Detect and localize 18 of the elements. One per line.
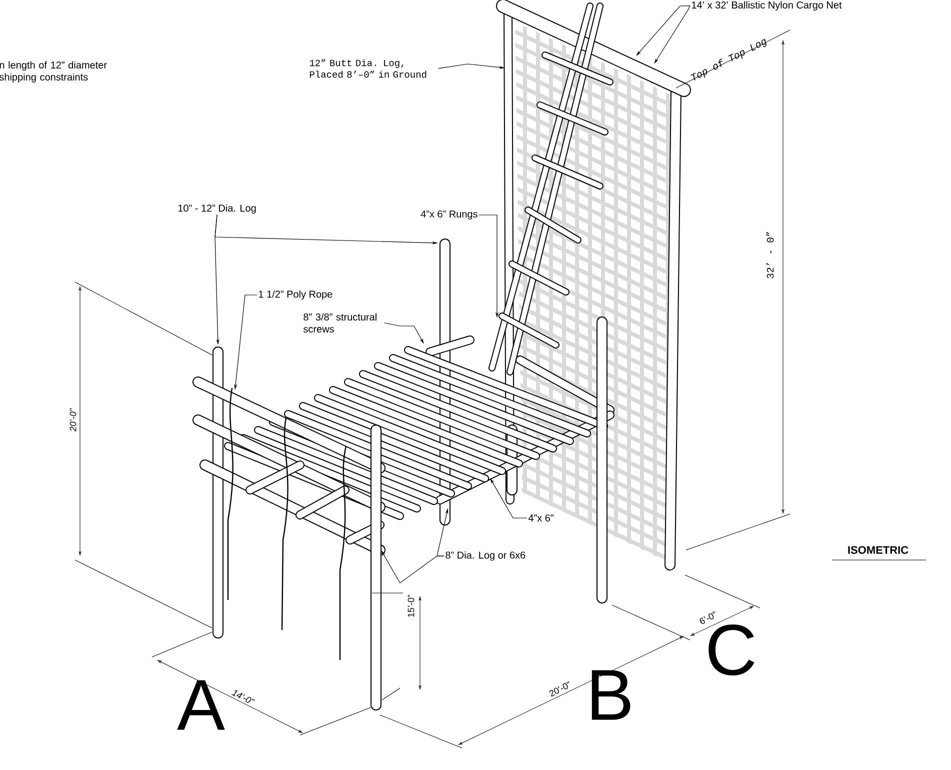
callout-text: 10” - 12” Dia. Log [178, 204, 256, 214]
dimension-text: 20’-0” [70, 408, 76, 432]
dimension-text: Top of Top Log [690, 38, 766, 80]
view-title: ISOMETRIC [848, 546, 908, 554]
dimension-text: 15’-0” [408, 594, 414, 617]
callout-text: 1 1/2” Poly Rope [258, 290, 332, 300]
callout-text: 12” Butt Dia. Log, Placed 8’–0” in Ground [310, 59, 426, 78]
view-letter: A [177, 680, 225, 730]
callout-text: 4”x 6” [528, 514, 554, 522]
view-letter: B [592, 670, 630, 720]
callout-text: 14’ x 32’ Ballistic Nylon Cargo Net [692, 1, 842, 11]
dimension-text: 32’ - 0” [766, 232, 774, 278]
callout-text: 8” Dia. Log or 6x6 [446, 551, 526, 561]
callout-text: 8” 3/8” structural screws [303, 313, 376, 333]
view-letter: C [708, 624, 754, 676]
dimension-text: 14’-0” [232, 690, 255, 703]
dimension-text: 6’-0” [700, 611, 715, 624]
callout-text: 4”x 6” Rungs [420, 210, 478, 220]
